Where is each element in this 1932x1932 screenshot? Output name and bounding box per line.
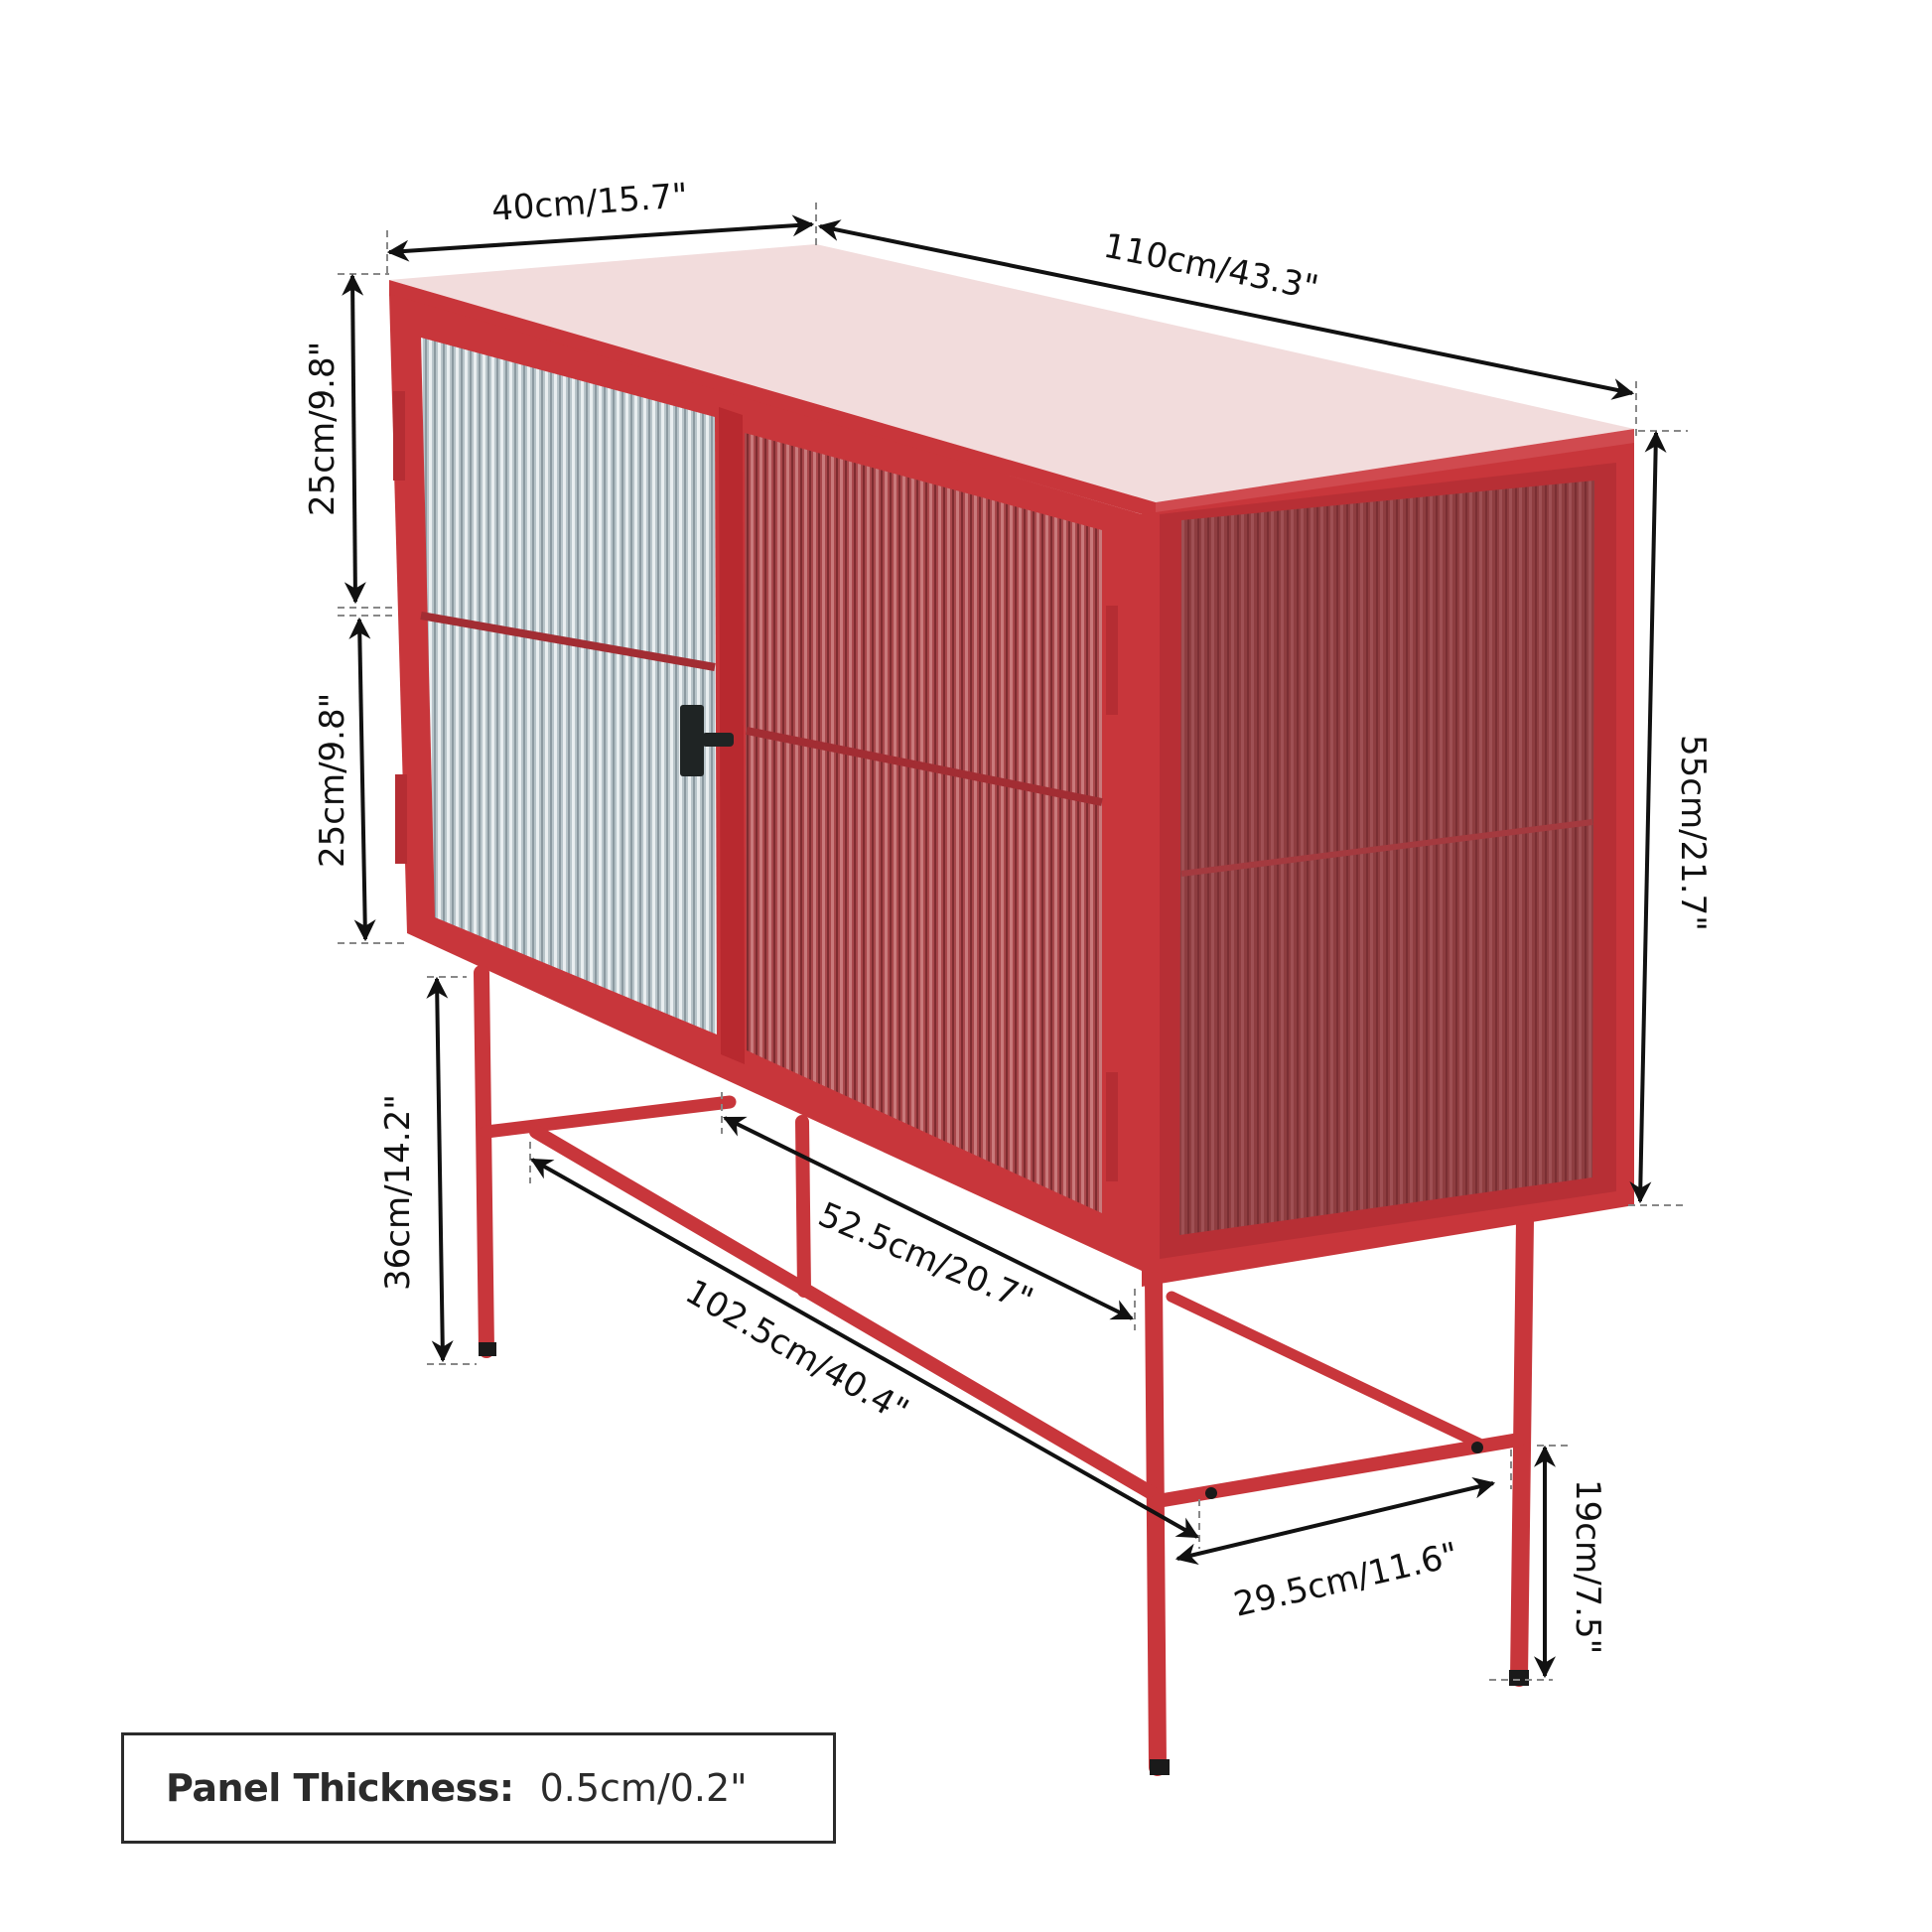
left-door-glass bbox=[421, 338, 717, 1035]
right-shelf-line bbox=[746, 727, 1103, 806]
leg-back-left bbox=[795, 1115, 811, 1298]
foot-back-right bbox=[1509, 1670, 1529, 1686]
bolt-icon bbox=[1471, 1442, 1483, 1453]
panel-thickness-label: Panel Thickness: bbox=[166, 1766, 514, 1810]
label-end-stretcher: 29.5cm/11.6" bbox=[1230, 1535, 1461, 1625]
leg-front-left bbox=[474, 965, 494, 1358]
hinge-top-left bbox=[393, 391, 405, 481]
right-door-glass bbox=[745, 433, 1102, 1213]
arrow-end-stretcher bbox=[1174, 1476, 1496, 1566]
hinge-top-right bbox=[1106, 606, 1118, 715]
label-lower-height: 25cm/9.8" bbox=[313, 693, 352, 868]
label-leg-height: 36cm/14.2" bbox=[378, 1094, 418, 1291]
foot-front-right bbox=[1150, 1759, 1170, 1775]
stretcher-left-end bbox=[480, 1095, 737, 1139]
door-handle-icon bbox=[680, 705, 734, 776]
foot-front-left bbox=[479, 1342, 496, 1356]
arrow-leg-height bbox=[426, 976, 454, 1363]
bolt-icon bbox=[1205, 1487, 1217, 1499]
cabinet bbox=[389, 244, 1634, 1287]
stretcher-back bbox=[1166, 1291, 1485, 1449]
label-depth: 40cm/15.7" bbox=[490, 176, 689, 229]
cabinet-top-front-edge bbox=[389, 280, 1156, 518]
hinge-bottom-right bbox=[1106, 1072, 1118, 1181]
label-upper-height: 25cm/9.8" bbox=[303, 342, 343, 516]
label-width: 110cm/43.3" bbox=[1100, 226, 1321, 309]
arrow-front-stretcher bbox=[530, 1158, 1199, 1539]
arrow-cabinet-height bbox=[1629, 430, 1667, 1204]
arrow-depth bbox=[386, 214, 815, 262]
label-stretcher-to-floor: 19cm/7.5" bbox=[1568, 1479, 1607, 1654]
leg-front-right bbox=[1145, 1272, 1167, 1776]
label-front-stretcher: 102.5cm/40.4" bbox=[679, 1272, 915, 1432]
side-door-glass bbox=[1179, 481, 1594, 1235]
leg-back-right bbox=[1510, 1212, 1534, 1687]
arrow-width bbox=[817, 219, 1635, 400]
panel-thickness-box: Panel Thickness: 0.5cm/0.2" bbox=[121, 1732, 836, 1844]
left-shelf-line bbox=[420, 612, 716, 671]
arrow-lower-height bbox=[348, 617, 376, 942]
panel-thickness-value: 0.5cm/0.2" bbox=[539, 1766, 748, 1810]
side-shelf-line bbox=[1180, 819, 1593, 877]
dimension-arrows bbox=[342, 214, 1667, 1679]
hinge-bottom-left bbox=[395, 774, 407, 864]
arrow-upper-height bbox=[342, 273, 366, 605]
label-cabinet-height: 55cm/21.7" bbox=[1673, 735, 1713, 931]
